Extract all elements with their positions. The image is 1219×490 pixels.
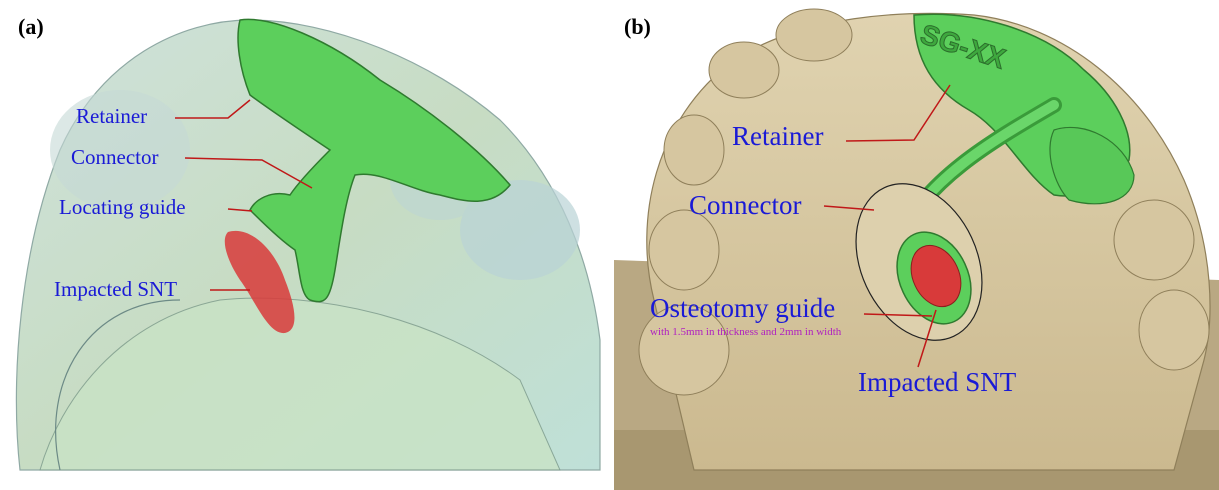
panel-b-letter: (b) (624, 14, 651, 40)
panel-b-render: SG-XX (614, 0, 1219, 490)
panel-a-letter: (a) (18, 14, 44, 40)
retainer-label-a: Retainer (76, 106, 147, 127)
osteotomy-note-label-b: with 1.5mm in thickness and 2mm in width (650, 327, 841, 338)
panel-a: (a) Retainer Connector Locating guide Im… (0, 0, 603, 490)
impacted-snt-label-b: Impacted SNT (858, 369, 1016, 396)
connector-label-a: Connector (71, 147, 158, 168)
retainer-label-b: Retainer (732, 123, 823, 150)
osteotomy-guide-label-b: Osteotomy guide (650, 295, 835, 322)
connector-label-b: Connector (689, 192, 801, 219)
panel-b: SG-XX (b) Retainer Connector Osteotomy g… (614, 0, 1219, 490)
locating-guide-label-a: Locating guide (59, 197, 186, 218)
panel-a-render (0, 0, 603, 490)
impacted-snt-label-a: Impacted SNT (54, 279, 177, 300)
